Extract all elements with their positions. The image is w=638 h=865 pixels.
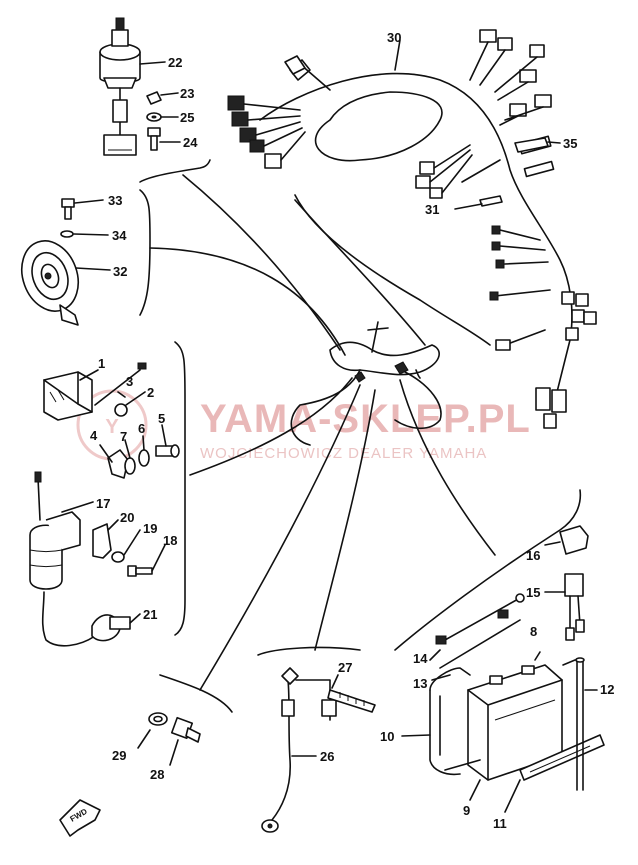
part-label-21: 21 — [143, 607, 157, 622]
frame-sketch — [290, 321, 442, 446]
forward-arrow-icon: FWD — [59, 799, 101, 837]
clamp-35 — [514, 137, 561, 153]
horn-32 — [20, 240, 111, 326]
leader-9 — [469, 779, 481, 801]
washer-25 — [146, 112, 179, 122]
part-label-7: 7 — [120, 429, 127, 444]
part-labels: 22 23 25 24 30 35 31 33 34 32 1 3 2 4 7 … — [90, 30, 614, 831]
part-label-5: 5 — [158, 411, 165, 426]
part-label-28: 28 — [150, 767, 164, 782]
switch-28 — [169, 716, 201, 766]
part-label-8: 8 — [530, 624, 537, 639]
part-label-6: 6 — [138, 421, 145, 436]
part-label-16: 16 — [526, 548, 540, 563]
ignition-switch — [99, 17, 166, 156]
watermark: Y YAMA-SKLEP.PL WOJCIECHOWICZ DEALER YAM… — [76, 389, 531, 462]
leader-8 — [562, 659, 576, 666]
rod-12 — [575, 657, 598, 791]
part-label-25: 25 — [180, 110, 194, 125]
wire-harness-30 — [227, 29, 597, 429]
part-label-30: 30 — [387, 30, 401, 45]
plate-4 — [99, 444, 129, 479]
part-label-3: 3 — [126, 374, 133, 389]
part-label-14: 14 — [413, 651, 428, 666]
bolt-18 — [127, 544, 166, 577]
leader-lines — [149, 174, 496, 691]
horn-washer-34 — [60, 230, 109, 238]
part-label-1: 1 — [98, 356, 105, 371]
part-label-33: 33 — [108, 193, 122, 208]
part-label-34: 34 — [112, 228, 127, 243]
washer-23 — [146, 91, 179, 105]
part-label-23: 23 — [180, 86, 194, 101]
washer-29 — [137, 712, 168, 749]
lead-14 — [429, 593, 525, 661]
part-label-29: 29 — [112, 748, 126, 763]
part-label-18: 18 — [163, 533, 177, 548]
washer-19 — [111, 529, 141, 563]
wire-3 — [94, 362, 147, 406]
part-label-35: 35 — [563, 136, 577, 151]
connector-cluster-left — [227, 95, 306, 169]
washers-7-6-5 — [124, 424, 180, 475]
part-label-2: 2 — [147, 385, 154, 400]
bracket-20 — [92, 519, 119, 559]
part-label-32: 32 — [113, 264, 127, 279]
part-label-24: 24 — [183, 135, 198, 150]
holder-27 — [295, 674, 376, 721]
battery-cover-10 — [401, 667, 481, 776]
part-label-26: 26 — [320, 749, 334, 764]
fuse-16 — [544, 525, 589, 555]
connector-cluster-top-right — [469, 29, 552, 126]
part-label-4: 4 — [90, 428, 98, 443]
coil-17 — [29, 471, 96, 647]
ground-lead-26 — [261, 667, 317, 833]
watermark-subtitle: WOJCIECHOWICZ DEALER YAMAHA — [200, 445, 487, 462]
horn-bolt-33 — [61, 198, 104, 220]
part-label-13: 13 — [413, 676, 427, 691]
regulator-1 — [43, 369, 99, 421]
clip-31 — [454, 195, 503, 210]
part-label-31: 31 — [425, 202, 439, 217]
part-label-11: 11 — [493, 816, 507, 831]
connector-cluster-center — [415, 144, 501, 199]
watermark-title: YAMA-SKLEP.PL — [200, 397, 531, 441]
group-brackets — [139, 159, 582, 713]
part-label-20: 20 — [120, 510, 134, 525]
part-label-22: 22 — [168, 55, 182, 70]
part-label-15: 15 — [526, 585, 540, 600]
part-label-10: 10 — [380, 729, 394, 744]
part-label-19: 19 — [143, 521, 157, 536]
part-label-27: 27 — [338, 660, 352, 675]
lead-13 — [431, 609, 521, 681]
nut-2 — [114, 391, 146, 417]
part-label-9: 9 — [463, 803, 470, 818]
connector-cluster-right — [489, 135, 597, 429]
fuse-holder-15 — [544, 573, 585, 641]
part-label-17: 17 — [96, 496, 110, 511]
battery-9 — [467, 651, 563, 781]
watermark-logo-letter: Y — [105, 416, 119, 438]
plug-cap-21 — [91, 613, 141, 642]
part-label-12: 12 — [600, 682, 614, 697]
bolt-24 — [147, 127, 181, 151]
